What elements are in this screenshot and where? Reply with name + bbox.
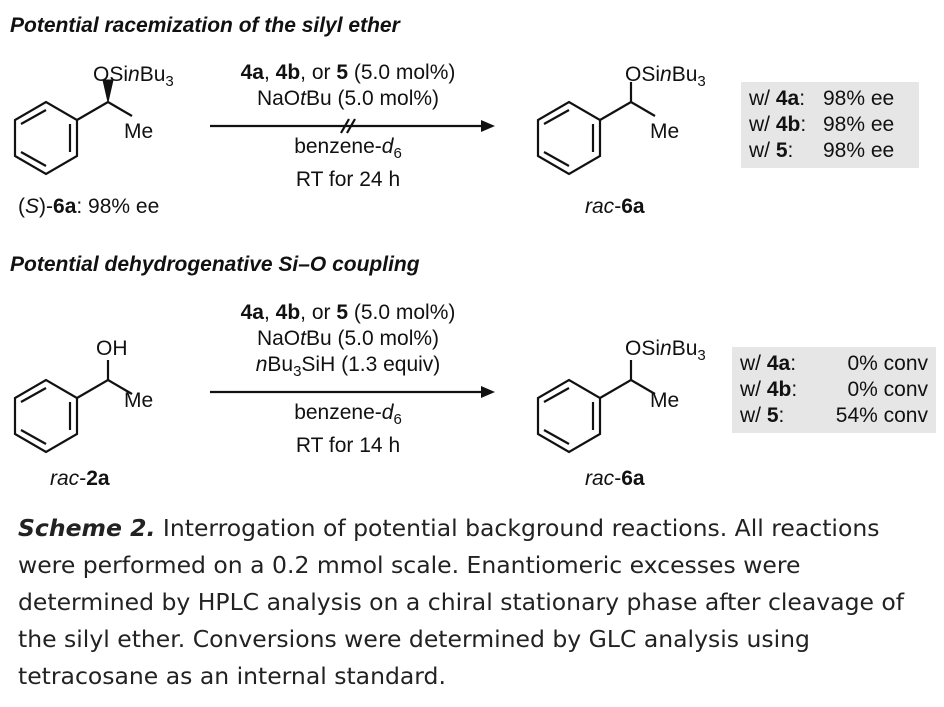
caption-text: Interrogation of potential background re… — [18, 514, 905, 690]
reactant1-methyl: Me — [124, 120, 154, 143]
scheme2-conditions-below: benzene-d6 RT for 14 h — [218, 400, 478, 459]
result-row: w/ 4b:98% ee — [749, 113, 895, 136]
scheme1-conditions-below: benzene-d6 RT for 24 h — [218, 134, 478, 193]
benzene-ring-reactant-1 — [13, 100, 133, 176]
scheme2-catalysts: 4a, 4b, or 5 (5.0 mol%) — [240, 301, 456, 324]
product1-silyl-group: OSinBu3 — [625, 63, 706, 91]
benzene-ring-product-1 — [536, 82, 656, 176]
reactant2-label: rac-2a — [50, 467, 110, 490]
arrow-head-2 — [481, 386, 495, 398]
scheme1-conditions-above: 4a, 4b, or 5 (5.0 mol%) NaOtBu (5.0 mol%… — [218, 60, 478, 112]
arrow-no-reaction-mark-a — [340, 118, 350, 134]
scheme1-catalysts: 4a, 4b, or 5 (5.0 mol%) — [240, 61, 456, 84]
product1-methyl: Me — [650, 120, 680, 143]
benzene-ring-reactant-2 — [13, 360, 133, 454]
caption-label: Scheme 2. — [18, 514, 156, 542]
result-row: w/ 5:54% conv — [740, 404, 928, 427]
reactant2-methyl: Me — [124, 389, 154, 412]
product2-methyl: Me — [650, 389, 680, 412]
wedge-bond — [102, 79, 114, 103]
result-row: w/ 4b:0% conv — [740, 378, 928, 401]
scheme1-time: RT for 24 h — [295, 168, 401, 192]
result-row: w/ 5:98% ee — [749, 139, 895, 162]
scheme2-solvent: benzene-d6 — [294, 401, 402, 429]
scheme1-heading: Potential racemization of the silyl ethe… — [10, 14, 400, 37]
scheme-caption: Scheme 2. Interrogation of potential bac… — [18, 510, 928, 695]
arrow-no-reaction-mark-b — [346, 118, 356, 134]
result-row: w/ 4a:0% conv — [740, 352, 928, 375]
scheme2-results-box: w/ 4a:0% conv w/ 4b:0% conv w/ 5:54% con… — [732, 347, 936, 433]
product2-silyl-group: OSinBu3 — [625, 337, 706, 365]
scheme1-results-box: w/ 4a:98% ee w/ 4b:98% ee w/ 5:98% ee — [741, 82, 919, 168]
result-row: w/ 4a:98% ee — [749, 87, 895, 110]
scheme1-solvent: benzene-d6 — [294, 135, 402, 163]
arrow-head-1 — [481, 120, 495, 132]
reactant1-label: (S)-6a: 98% ee — [18, 195, 160, 218]
reactant1-silyl-group: OSinBu3 — [93, 63, 174, 91]
scheme2-conditions-above: 4a, 4b, or 5 (5.0 mol%) NaOtBu (5.0 mol%… — [218, 300, 478, 385]
scheme2-base: NaOtBu (5.0 mol%) — [256, 327, 440, 350]
product2-label: rac-6a — [585, 467, 645, 490]
product1-label: rac-6a — [585, 195, 645, 218]
scheme2-silane: nBu3SiH (1.3 equiv) — [255, 353, 441, 381]
reactant2-hydroxyl: OH — [96, 337, 128, 360]
scheme1-base: NaOtBu (5.0 mol%) — [256, 87, 440, 110]
scheme2-time: RT for 14 h — [295, 434, 401, 458]
benzene-ring-product-2 — [536, 360, 656, 454]
scheme2-heading: Potential dehydrogenative Si–O coupling — [10, 253, 420, 276]
